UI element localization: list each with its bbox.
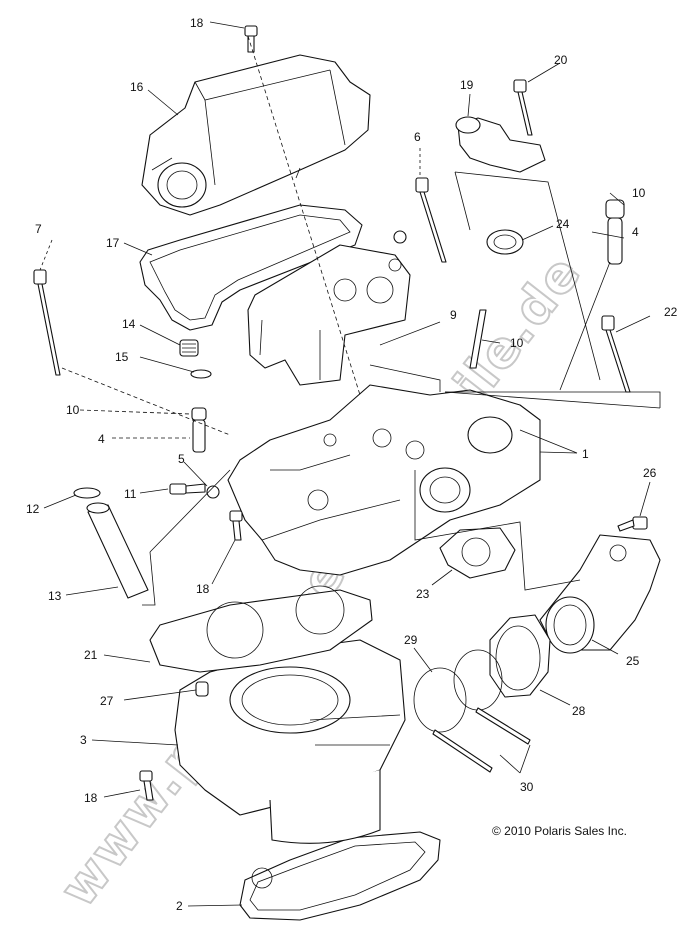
callout-8: 6 — [414, 130, 421, 144]
o-ring — [73, 487, 101, 499]
callout-28: 28 — [572, 704, 586, 718]
valve-cover-gasket — [139, 204, 363, 331]
callout-4a: 4 — [98, 432, 105, 446]
callout-10a: 10 — [66, 403, 80, 417]
bolt-18-mid — [229, 510, 243, 541]
plug — [179, 339, 199, 357]
bolt-20 — [513, 79, 533, 136]
callout-24: 24 — [556, 217, 570, 231]
valve-guide-right — [605, 199, 625, 265]
callout-15: 13 — [48, 589, 62, 603]
callout-27: 26 — [643, 466, 657, 480]
intake-gasket — [439, 527, 516, 579]
callout-10b: 10 — [632, 186, 646, 200]
callout-18b: 18 — [196, 582, 210, 596]
base-gasket — [239, 831, 441, 921]
head-gasket — [149, 585, 373, 673]
bolt-8 — [415, 177, 447, 263]
callout-labels: 18 16 7 17 14 15 10 4 5 11 12 13 18 6 20… — [26, 16, 678, 913]
bolt-9 — [33, 269, 61, 376]
callout-30: 30 — [520, 780, 534, 794]
callout-6: 9 — [450, 308, 457, 322]
callout-23: 23 — [416, 587, 430, 601]
callout-7: 10 — [510, 336, 524, 350]
seal-ring — [486, 229, 524, 255]
thermostat-housing — [455, 116, 546, 173]
bolt-22 — [601, 315, 631, 393]
callout-12: 14 — [122, 317, 136, 331]
callout-22: 22 — [664, 305, 678, 319]
dowel-pin — [195, 681, 209, 697]
callout-1: 1 — [582, 447, 589, 461]
plug-o-ring — [190, 369, 212, 379]
callout-29: 29 — [404, 633, 418, 647]
cam-chain-guide — [86, 502, 149, 599]
callout-16: 16 — [130, 80, 144, 94]
washer — [206, 485, 220, 499]
bolt-18-lower — [139, 770, 154, 801]
cylinder-head — [227, 384, 541, 576]
callout-11: 11 — [124, 487, 137, 501]
bolt-27 — [617, 516, 648, 532]
callout-18a: 18 — [190, 16, 204, 30]
callout-26: 25 — [626, 654, 640, 668]
callout-20: 20 — [554, 53, 568, 67]
callout-18c: 18 — [84, 791, 98, 805]
callout-9: 7 — [35, 222, 42, 236]
callout-4b: 4 — [632, 225, 639, 239]
copyright-notice: © 2010 Polaris Sales Inc. — [492, 824, 627, 838]
leader-lines — [39, 21, 661, 907]
callout-21: 21 — [84, 648, 98, 662]
clamp-screw-upper — [475, 707, 531, 745]
callout-17: 17 — [106, 236, 120, 250]
cylinder — [174, 639, 406, 844]
clamp-lower — [413, 667, 467, 733]
bolt-11 — [169, 483, 206, 495]
callout-2: 2 — [176, 899, 183, 913]
intake-boot — [539, 534, 661, 654]
valve-cover — [141, 54, 371, 216]
callout-19: 19 — [460, 78, 474, 92]
callout-13: 15 — [115, 350, 129, 364]
callout-3: 3 — [80, 733, 87, 747]
stud-7 — [469, 309, 487, 369]
callout-14: 12 — [26, 502, 40, 516]
bolt-18-top — [244, 25, 258, 53]
camshaft-carrier — [247, 230, 411, 386]
valve-guide-left — [191, 407, 207, 453]
throttle-adapter — [489, 614, 551, 698]
clamp-screw-lower — [432, 729, 493, 773]
callout-25: 27 — [100, 694, 114, 708]
callout-5: 5 — [178, 452, 185, 466]
